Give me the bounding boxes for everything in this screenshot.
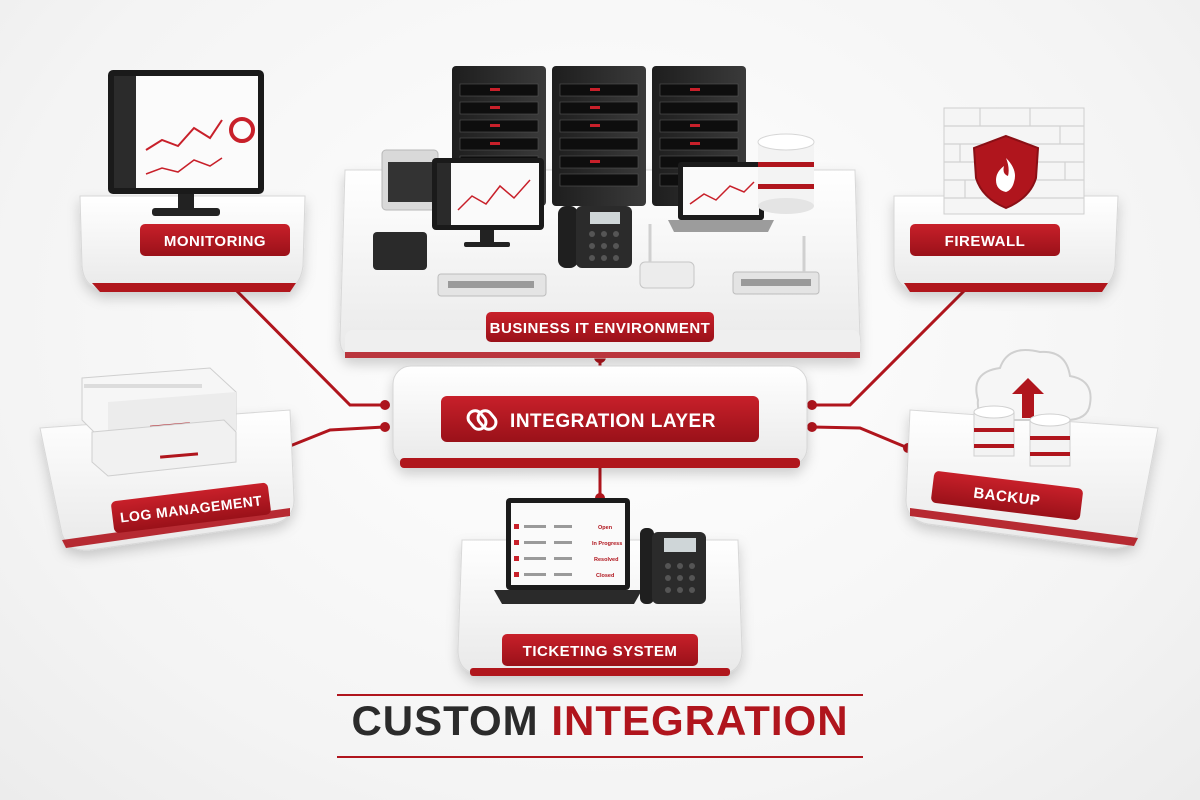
- connector-log-management: [283, 425, 387, 450]
- ticketing-label: TICKETING SYSTEM: [502, 634, 698, 666]
- svg-text:INTEGRATION LAYER: INTEGRATION LAYER: [510, 411, 716, 432]
- nas-device-icon: [381, 149, 439, 211]
- log-management-node: LOG MANAGEMENT: [39, 367, 295, 551]
- svg-text:TICKETING SYSTEM: TICKETING SYSTEM: [523, 643, 678, 660]
- desktop-monitor-icon: [432, 158, 544, 247]
- status-open: Open: [598, 525, 613, 531]
- mini-pc-icon: [373, 232, 427, 270]
- title-word-integration: INTEGRATION: [551, 697, 849, 744]
- cloud-backup-icon: [973, 349, 1092, 467]
- laptop-phone-icon: Open In Progress Resolved Closed: [494, 498, 706, 604]
- connector-monitoring: [220, 274, 387, 407]
- log-management-label: LOG MANAGEMENT: [111, 482, 271, 533]
- business-it-label: BUSINESS IT ENVIRONMENT: [486, 312, 714, 342]
- network-switch-icon: [437, 271, 820, 297]
- integration-label: INTEGRATION LAYER: [441, 396, 759, 442]
- link-icon: [466, 409, 498, 431]
- monitor-dashboard-icon: [108, 70, 264, 216]
- firewall-node: FIREWALL: [893, 107, 1119, 292]
- integration-node: INTEGRATION LAYER: [392, 365, 808, 468]
- title-rule-bottom: [337, 756, 863, 758]
- monitoring-node: MONITORING: [79, 70, 306, 292]
- monitoring-label: MONITORING: [140, 224, 290, 256]
- ticketing-node: Open In Progress Resolved Closed TICKETI…: [457, 498, 743, 676]
- storage-box-icon: [81, 367, 237, 477]
- database-icon: [757, 133, 815, 214]
- connector-firewall: [810, 273, 982, 407]
- firewall-label: FIREWALL: [910, 224, 1060, 256]
- business-it-node: BUSINESS IT ENVIRONMENT: [339, 66, 861, 359]
- connector-backup: [810, 425, 910, 450]
- backup-label: BACKUP: [931, 471, 1083, 521]
- title-rule-top: [337, 694, 863, 696]
- svg-text:BUSINESS IT ENVIRONMENT: BUSINESS IT ENVIRONMENT: [490, 320, 711, 337]
- svg-text:MONITORING: MONITORING: [164, 233, 266, 250]
- backup-node: BACKUP: [905, 349, 1159, 549]
- page-title: CUSTOM INTEGRATION: [0, 697, 1200, 745]
- svg-text:FIREWALL: FIREWALL: [945, 233, 1026, 250]
- laptop-icon: [668, 162, 774, 232]
- title-word-custom: CUSTOM: [351, 697, 539, 744]
- firewall-shield-icon: [943, 107, 1085, 215]
- router-icon: [639, 224, 806, 289]
- status-closed: Closed: [596, 573, 614, 579]
- status-in-progress: In Progress: [592, 541, 622, 547]
- desk-phone-icon: [558, 206, 632, 268]
- status-resolved: Resolved: [594, 557, 618, 563]
